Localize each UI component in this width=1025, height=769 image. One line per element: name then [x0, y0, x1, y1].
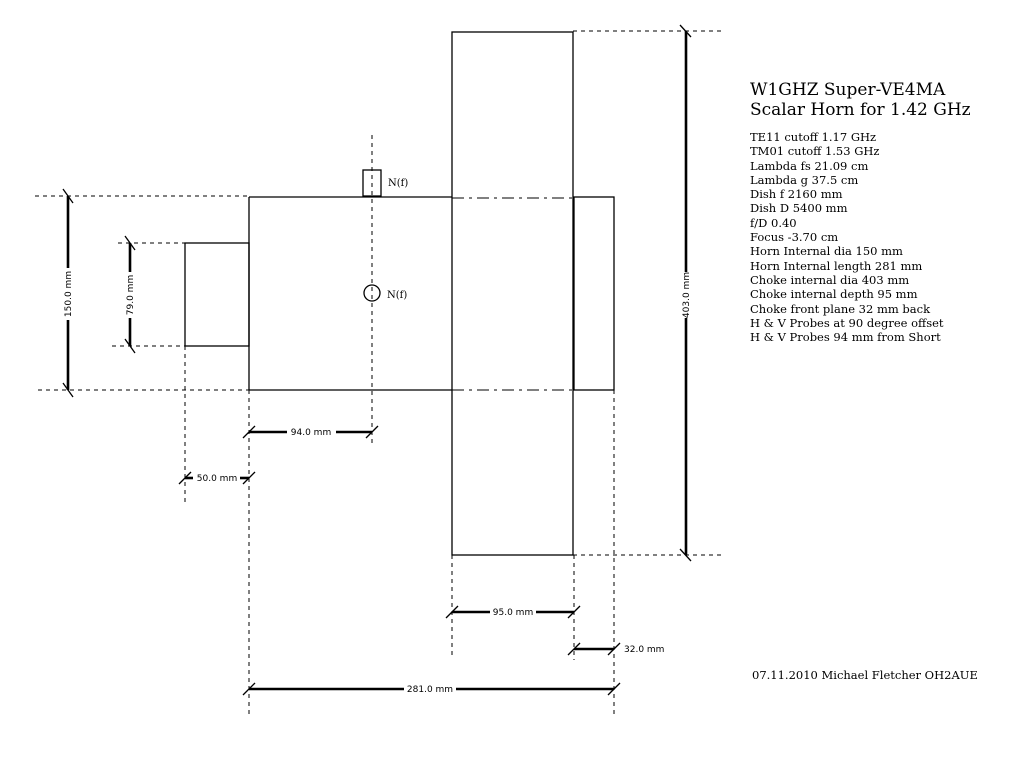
- dim-back-dia: 79.0 mm: [124, 235, 136, 354]
- dim-horn-dia: 150.0 mm: [62, 188, 74, 398]
- spec-item: Lambda g 37.5 cm: [750, 172, 859, 187]
- choke-outline: [451, 31, 574, 556]
- dim-probe-offset-label: 94.0 mm: [291, 428, 331, 438]
- dim-choke-dia-label: 403.0 mm: [682, 272, 692, 318]
- dim-choke-depth: 95.0 mm: [445, 605, 581, 619]
- spec-item: Lambda fs 21.09 cm: [750, 158, 869, 173]
- spec-item: H & V Probes 94 mm from Short: [750, 330, 941, 345]
- spec-item: f/D 0.40: [750, 215, 797, 230]
- dim-horn-length-label: 281.0 mm: [407, 685, 453, 695]
- spec-item: Focus -3.70 cm: [750, 230, 839, 245]
- dim-horn-length: 281.0 mm: [242, 682, 621, 696]
- dim-choke-front: 32.0 mm: [567, 642, 664, 656]
- spec-item: TE11 cutoff 1.17 GHz: [750, 130, 877, 144]
- spec-item: Horn Internal dia 150 mm: [750, 244, 903, 259]
- probe-top-label: N(f): [388, 178, 408, 189]
- dim-horn-dia-label: 150.0 mm: [64, 271, 74, 317]
- dim-back-dia-label: 79.0 mm: [126, 275, 136, 315]
- dim-back-length-label: 50.0 mm: [197, 474, 237, 484]
- spec-item: TM01 cutoff 1.53 GHz: [750, 144, 880, 159]
- spec-item: Choke internal dia 403 mm: [750, 272, 910, 287]
- back-section-outline: [184, 242, 250, 347]
- spec-item: Choke front plane 32 mm back: [750, 301, 931, 316]
- spec-item: Dish D 5400 mm: [750, 201, 848, 216]
- spec-item: Dish f 2160 mm: [750, 187, 843, 202]
- dim-choke-dia: 403.0 mm: [679, 24, 692, 562]
- notes-panel: W1GHZ Super-VE4MA Scalar Horn for 1.42 G…: [750, 80, 971, 344]
- spec-item: H & V Probes at 90 degree offset: [750, 315, 944, 330]
- dim-choke-depth-label: 95.0 mm: [493, 608, 533, 618]
- horn-front-lip: [573, 196, 615, 391]
- drawing-title: W1GHZ Super-VE4MA Scalar Horn for 1.42 G…: [750, 80, 971, 120]
- spec-list: TE11 cutoff 1.17 GHz TM01 cutoff 1.53 GH…: [750, 130, 971, 344]
- spec-item: Choke internal depth 95 mm: [750, 287, 918, 302]
- title-line-1: W1GHZ Super-VE4MA: [750, 80, 946, 100]
- dim-choke-front-label: 32.0 mm: [624, 645, 664, 655]
- probe-side-label: N(f): [387, 290, 407, 301]
- dim-back-length: 50.0 mm: [178, 471, 256, 485]
- dim-probe-offset: 94.0 mm: [242, 425, 379, 439]
- probe-connector-side: [363, 284, 381, 302]
- author-footer: 07.11.2010 Michael Fletcher OH2AUE: [752, 668, 978, 682]
- spec-item: Horn Internal length 281 mm: [750, 258, 923, 273]
- title-line-2: Scalar Horn for 1.42 GHz: [750, 100, 971, 120]
